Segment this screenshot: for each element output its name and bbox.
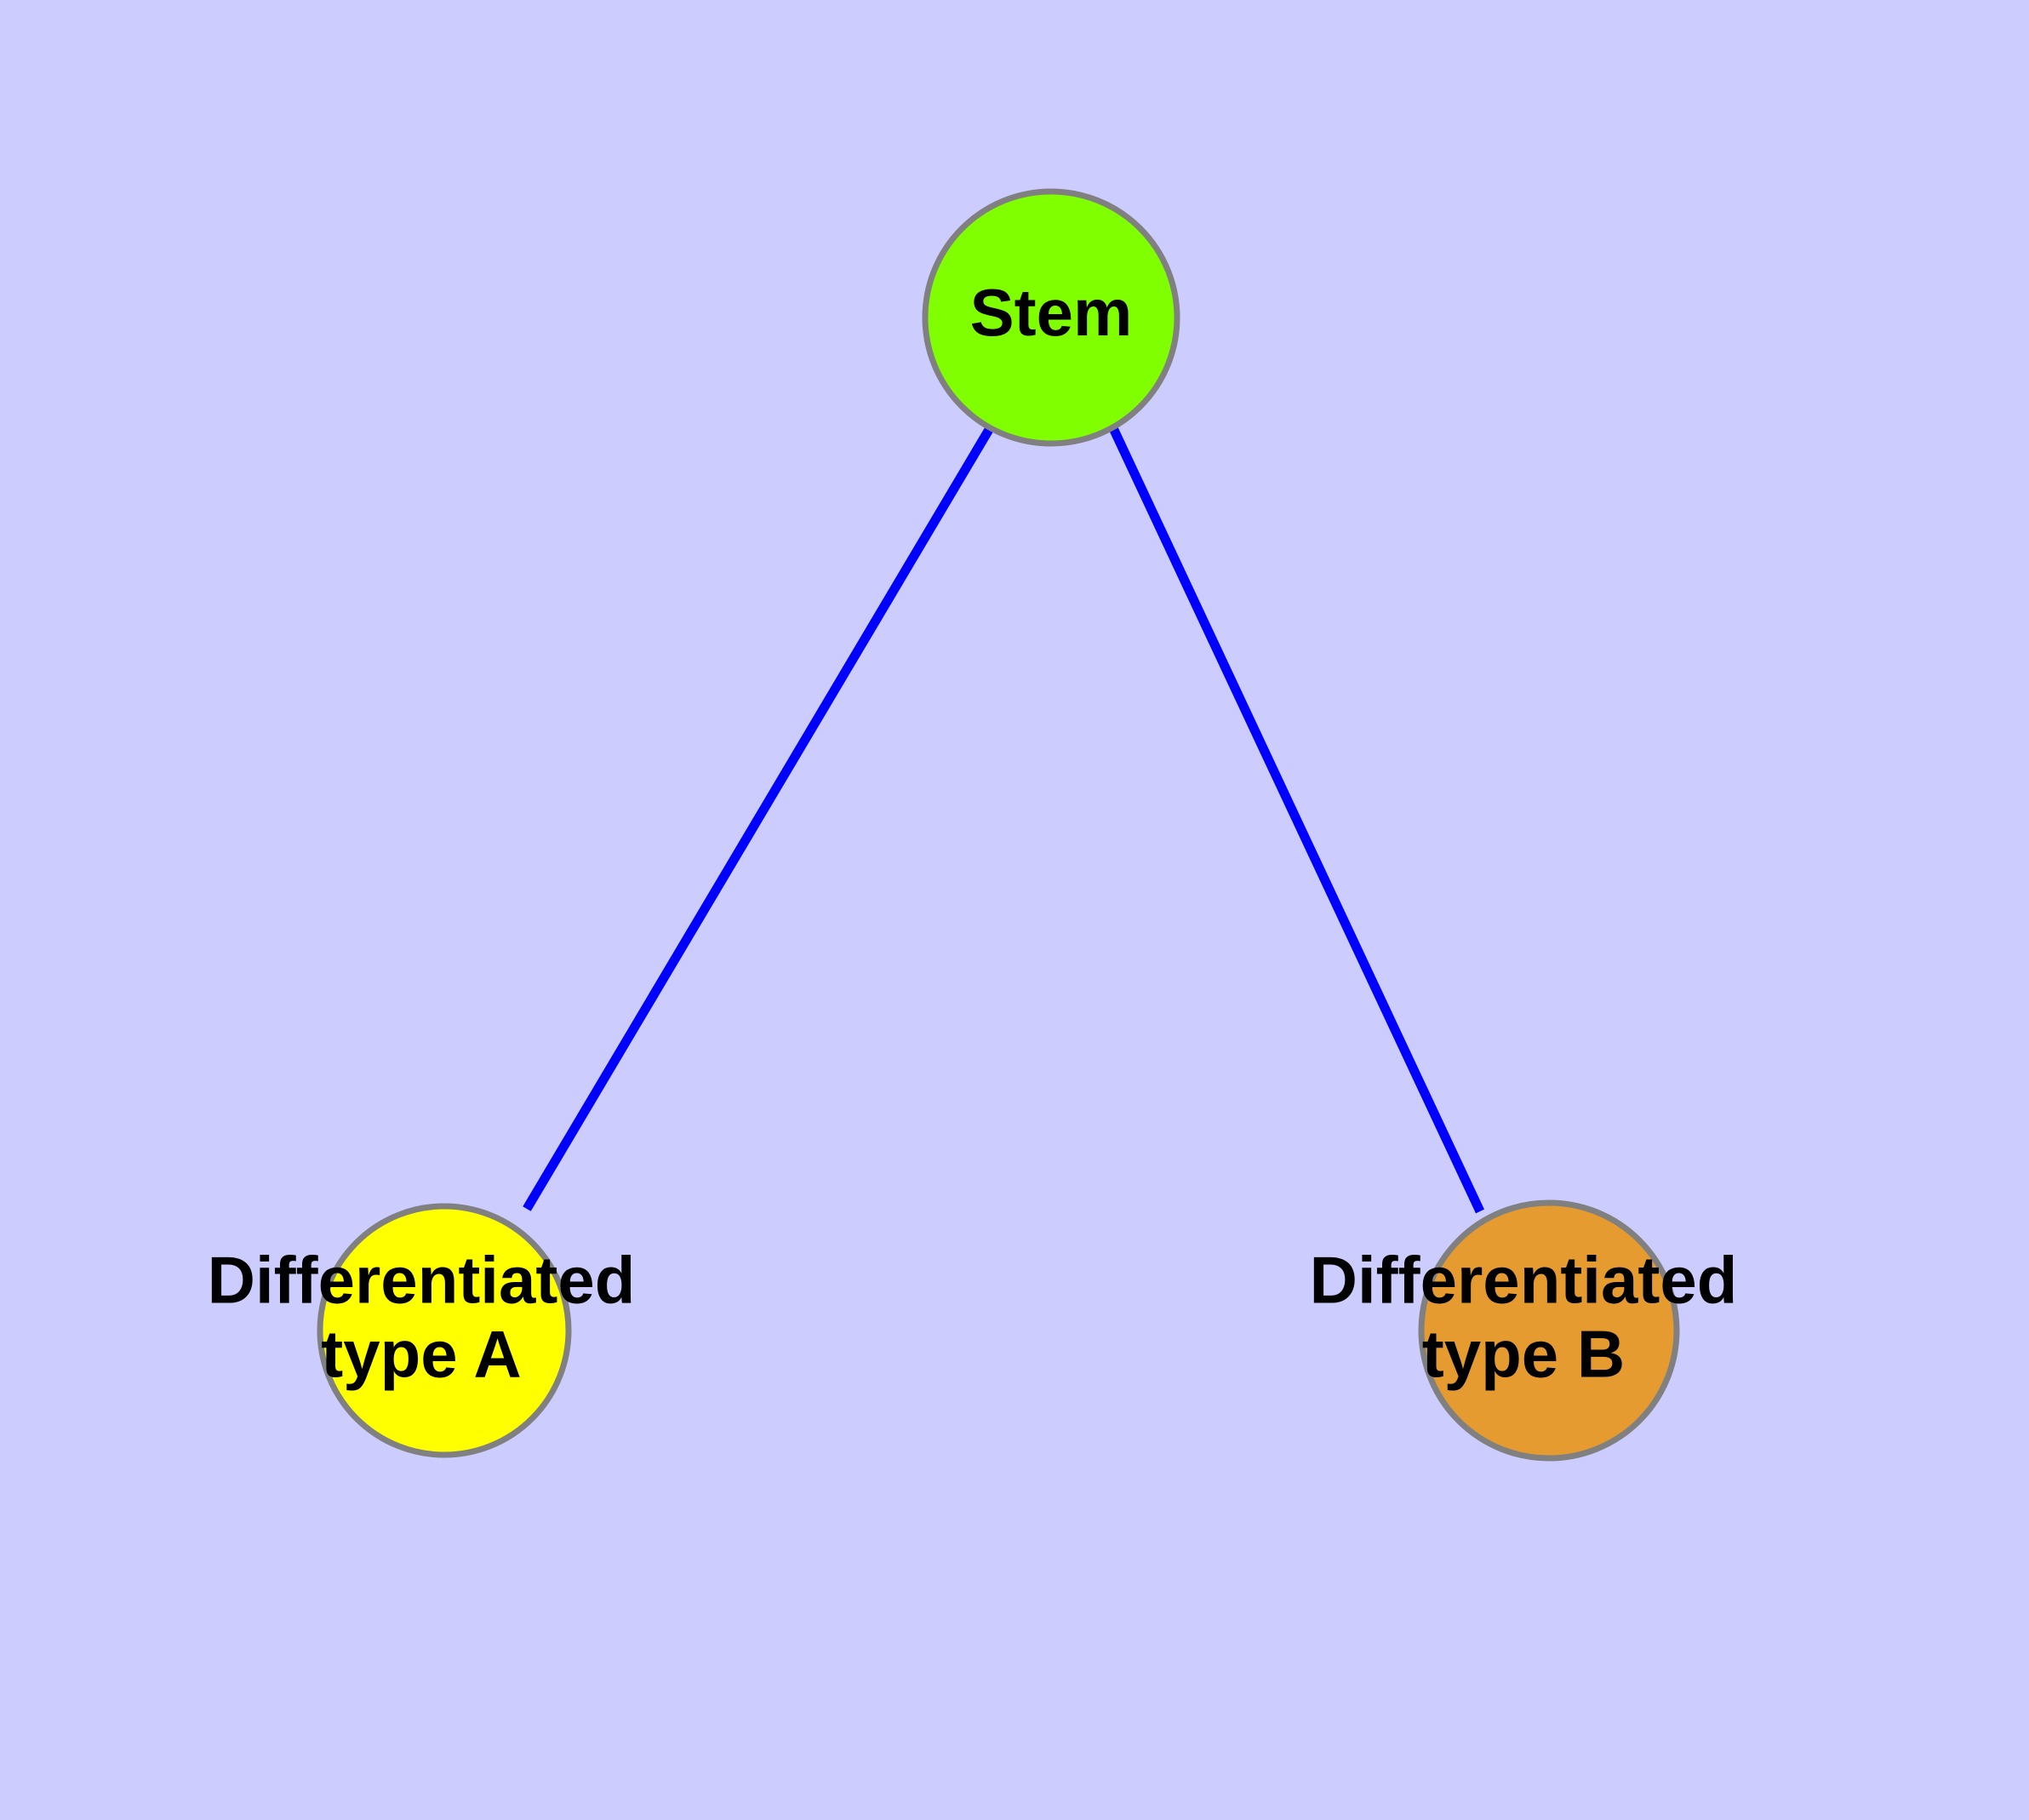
edge-stem-to-type-a[interactable] [523, 426, 994, 1211]
node-label-line: Stem [970, 275, 1133, 350]
node-label-line: type B [1422, 1316, 1625, 1391]
node-diff-type-a[interactable] [317, 1203, 572, 1458]
edges-layer [523, 426, 1484, 1214]
node-label-stem: Stem [970, 275, 1133, 350]
node-label-line: Differentiated [1310, 1242, 1738, 1317]
node-stem[interactable] [922, 188, 1180, 447]
edge-stem-to-type-b[interactable] [1109, 426, 1484, 1214]
node-diff-type-b[interactable] [1418, 1199, 1680, 1462]
nodes-layer [317, 188, 1680, 1462]
node-label-line: type A [321, 1316, 522, 1391]
node-label-line: Differentiated [208, 1242, 636, 1317]
